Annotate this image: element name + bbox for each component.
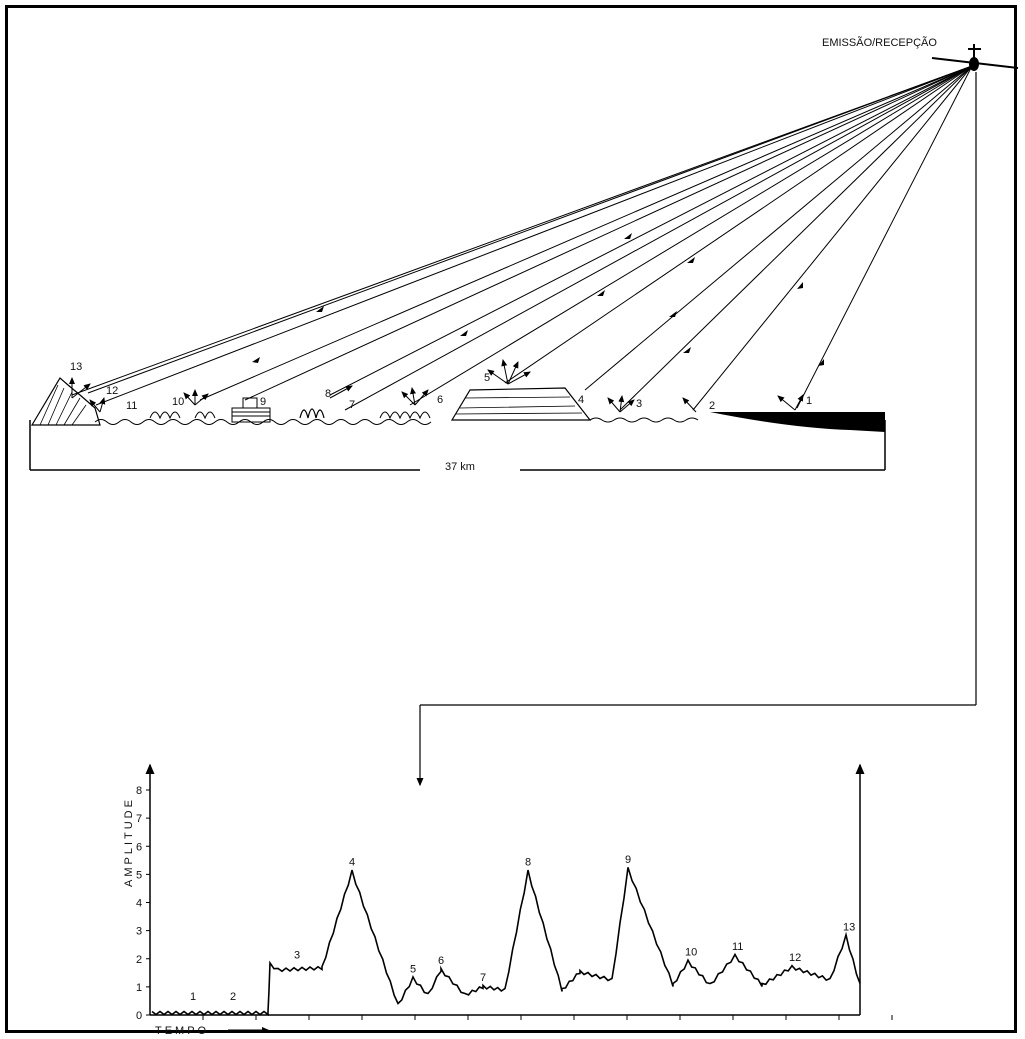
target-7: 7 xyxy=(349,399,355,411)
target-10: 10 xyxy=(172,396,184,408)
y-tick-label: 1 xyxy=(136,982,142,994)
peak-label-6: 6 xyxy=(438,955,444,967)
peak-label-10: 10 xyxy=(685,947,697,959)
target-13: 13 xyxy=(70,361,82,373)
y-tick-label: 8 xyxy=(136,785,142,797)
peak-label-11: 11 xyxy=(732,941,743,953)
y-tick-label: 6 xyxy=(136,841,142,853)
y-axis-label: AMPLITUDE xyxy=(123,797,135,887)
peak-label-4: 4 xyxy=(349,857,355,869)
figure-frame xyxy=(5,5,1017,1033)
y-tick-label: 2 xyxy=(136,954,142,966)
peak-label-3: 3 xyxy=(294,949,300,961)
target-11: 11 xyxy=(126,400,137,412)
target-2: 2 xyxy=(709,400,715,412)
target-8: 8 xyxy=(325,388,331,400)
peak-label-1: 1 xyxy=(190,991,196,1003)
distance-label: 37 km xyxy=(445,461,475,473)
y-tick-label: 0 xyxy=(136,1010,142,1022)
peak-label-5: 5 xyxy=(410,963,416,975)
y-tick-label: 4 xyxy=(136,898,142,910)
emitter-label: EMISSÃO/RECEPÇÃO xyxy=(822,36,937,49)
radar-beams xyxy=(69,65,973,413)
peak-label-12: 12 xyxy=(789,952,801,964)
signal-connector xyxy=(416,72,977,787)
target-6: 6 xyxy=(437,394,443,406)
y-tick-label: 3 xyxy=(136,926,142,938)
target-3: 3 xyxy=(636,398,642,410)
target-1: 1 xyxy=(806,395,812,407)
peak-label-8: 8 xyxy=(525,857,531,869)
target-5: 5 xyxy=(484,372,490,384)
target-12: 12 xyxy=(106,385,118,397)
target-labels: 1 2 3 4 5 6 7 8 9 10 11 12 13 xyxy=(70,361,812,412)
terrain-profile: 37 km xyxy=(29,377,886,473)
peak-label-13: 13 xyxy=(843,921,855,933)
y-tick-label: 5 xyxy=(136,869,142,881)
amplitude-signal-line xyxy=(151,867,861,1017)
x-axis-label: TEMPO xyxy=(155,1025,209,1037)
target-4: 4 xyxy=(578,394,584,406)
target-9: 9 xyxy=(260,396,266,408)
airplane-icon xyxy=(931,44,1019,71)
peak-label-9: 9 xyxy=(625,854,631,866)
peak-label-7: 7 xyxy=(480,972,486,984)
y-tick-label: 7 xyxy=(136,813,142,825)
peak-label-2: 2 xyxy=(230,991,236,1003)
